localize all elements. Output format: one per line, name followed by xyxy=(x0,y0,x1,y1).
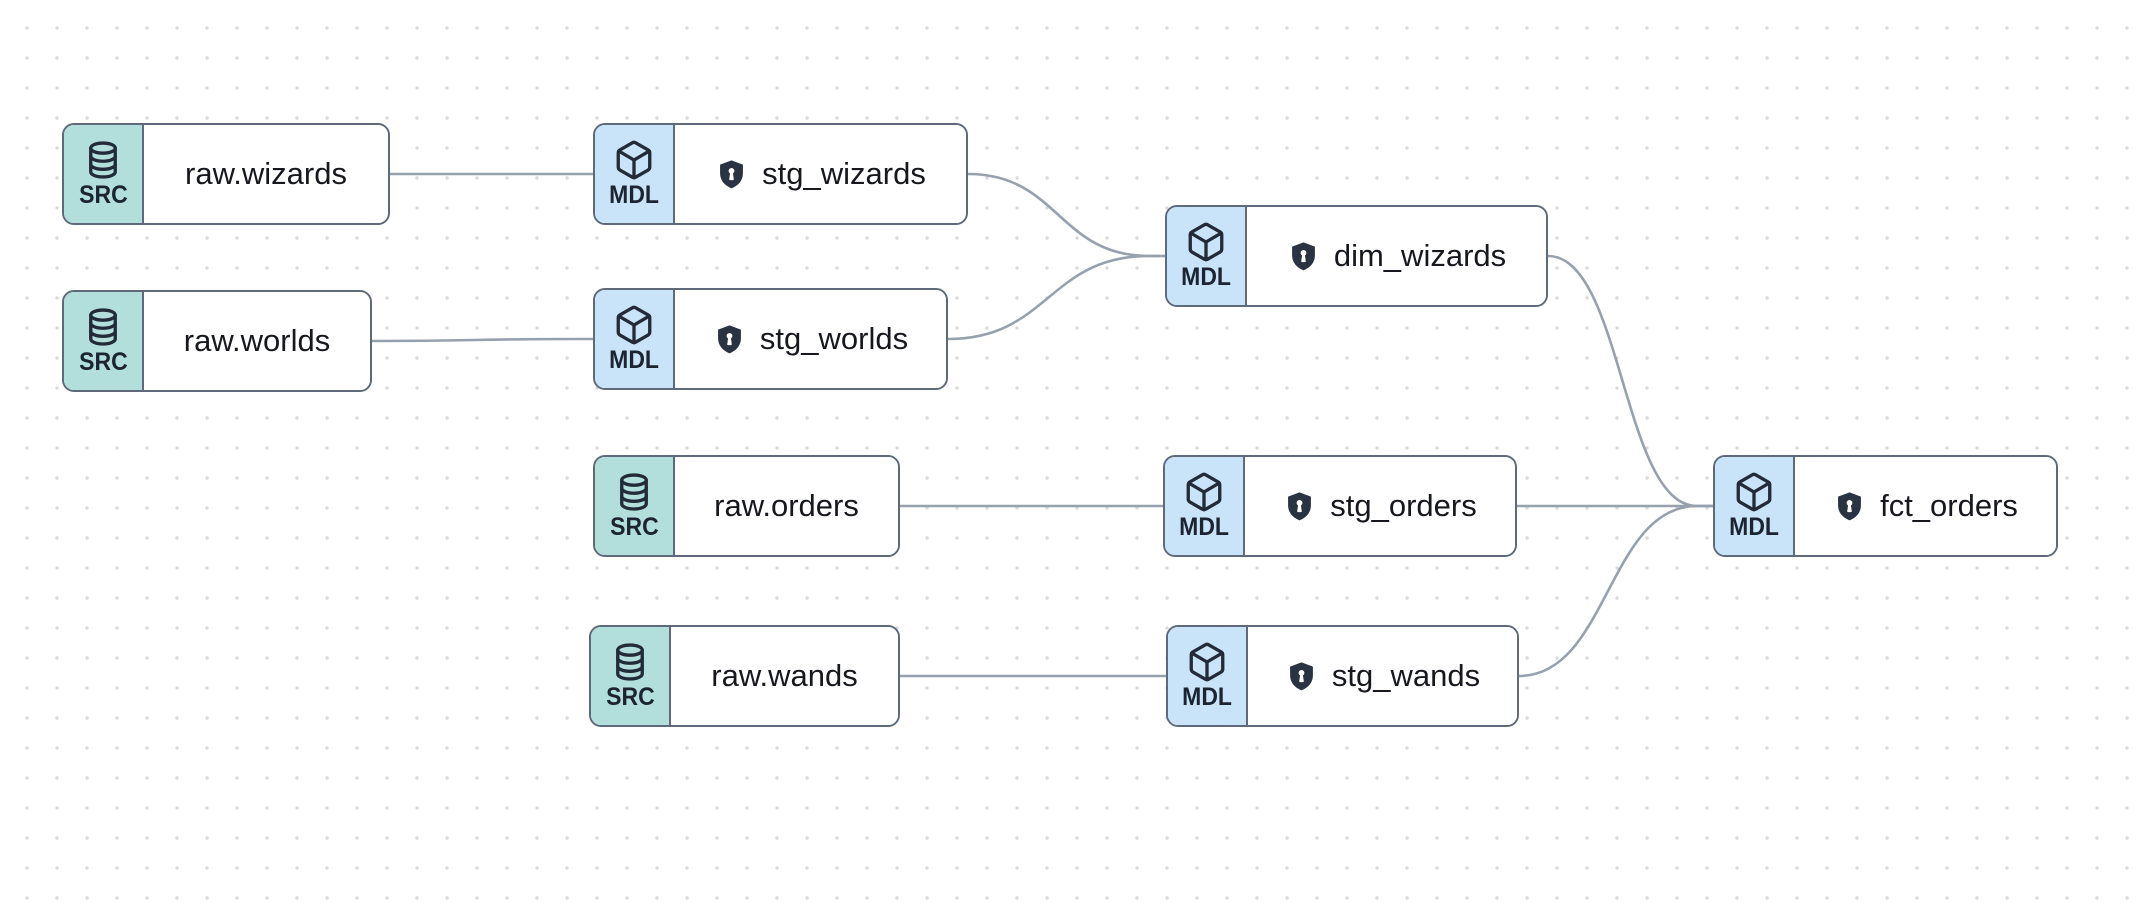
node-type-label: MDL xyxy=(609,181,659,210)
edge-dim_wizards-to-fct_orders xyxy=(1547,254,1713,508)
node-type-badge: SRC xyxy=(64,292,144,390)
node-type-label: SRC xyxy=(78,181,128,210)
cube-icon xyxy=(1186,641,1228,683)
edge-stg_wizards-to-dim_wizards xyxy=(967,172,1165,258)
node-name: stg_wizards xyxy=(762,156,926,191)
cube-icon xyxy=(1733,471,1775,513)
node-body: stg_wizards xyxy=(675,125,966,223)
node-type-badge: SRC xyxy=(595,457,675,555)
node-type-label: SRC xyxy=(605,683,655,712)
node-type-badge: SRC xyxy=(64,125,144,223)
cube-icon xyxy=(613,139,655,181)
shield-lock-icon xyxy=(713,323,746,356)
graph-node-raw.worlds[interactable]: SRC raw.worlds xyxy=(62,290,372,392)
database-icon xyxy=(609,641,651,683)
node-type-badge: SRC xyxy=(591,627,671,725)
node-name: dim_wizards xyxy=(1333,238,1507,273)
edge-stg_wands-to-fct_orders xyxy=(1518,504,1713,678)
node-name: raw.worlds xyxy=(183,323,331,358)
node-type-badge: MDL xyxy=(595,125,675,223)
database-icon xyxy=(613,471,655,513)
node-name: stg_wands xyxy=(1331,658,1481,693)
edge-raw.worlds-to-stg_worlds xyxy=(371,337,593,343)
edge-stg_worlds-to-dim_wizards xyxy=(947,254,1165,341)
node-name: raw.wands xyxy=(711,658,858,693)
node-type-label: MDL xyxy=(1181,263,1231,292)
node-name: raw.wizards xyxy=(185,156,347,191)
shield-lock-icon xyxy=(1833,490,1866,523)
graph-node-stg_orders[interactable]: MDL stg_orders xyxy=(1163,455,1517,557)
database-icon xyxy=(82,139,124,181)
node-body: stg_orders xyxy=(1245,457,1515,555)
shield-lock-icon xyxy=(1285,660,1318,693)
node-type-label: SRC xyxy=(609,513,659,542)
node-body: raw.orders xyxy=(675,457,898,555)
node-type-badge: MDL xyxy=(595,290,675,388)
node-type-label: MDL xyxy=(1179,513,1229,542)
database-icon xyxy=(82,306,124,348)
graph-node-fct_orders[interactable]: MDL fct_orders xyxy=(1713,455,2058,557)
graph-node-raw.orders[interactable]: SRC raw.orders xyxy=(593,455,900,557)
shield-lock-icon xyxy=(1283,490,1316,523)
node-type-badge: MDL xyxy=(1715,457,1795,555)
node-type-label: MDL xyxy=(1729,513,1779,542)
node-type-badge: MDL xyxy=(1165,457,1245,555)
node-name: stg_worlds xyxy=(759,321,909,356)
graph-node-stg_wizards[interactable]: MDL stg_wizards xyxy=(593,123,968,225)
node-type-badge: MDL xyxy=(1167,207,1247,305)
graph-node-dim_wizards[interactable]: MDL dim_wizards xyxy=(1165,205,1548,307)
node-type-label: MDL xyxy=(1182,683,1232,712)
node-body: stg_worlds xyxy=(675,290,946,388)
node-body: dim_wizards xyxy=(1247,207,1546,305)
shield-lock-icon xyxy=(1287,240,1320,273)
graph-node-raw.wizards[interactable]: SRC raw.wizards xyxy=(62,123,390,225)
node-body: raw.wands xyxy=(671,627,898,725)
node-body: stg_wands xyxy=(1248,627,1517,725)
node-name: stg_orders xyxy=(1330,488,1477,523)
graph-node-stg_wands[interactable]: MDL stg_wands xyxy=(1166,625,1519,727)
graph-node-stg_worlds[interactable]: MDL stg_worlds xyxy=(593,288,948,390)
shield-lock-icon xyxy=(715,158,748,191)
node-type-label: MDL xyxy=(609,346,659,375)
node-name: fct_orders xyxy=(1880,488,2018,523)
node-body: raw.worlds xyxy=(144,292,370,390)
node-body: fct_orders xyxy=(1795,457,2056,555)
cube-icon xyxy=(1185,221,1227,263)
node-body: raw.wizards xyxy=(144,125,388,223)
cube-icon xyxy=(613,304,655,346)
node-type-label: SRC xyxy=(78,348,128,377)
cube-icon xyxy=(1183,471,1225,513)
node-name: raw.orders xyxy=(714,488,859,523)
graph-node-raw.wands[interactable]: SRC raw.wands xyxy=(589,625,900,727)
node-type-badge: MDL xyxy=(1168,627,1248,725)
